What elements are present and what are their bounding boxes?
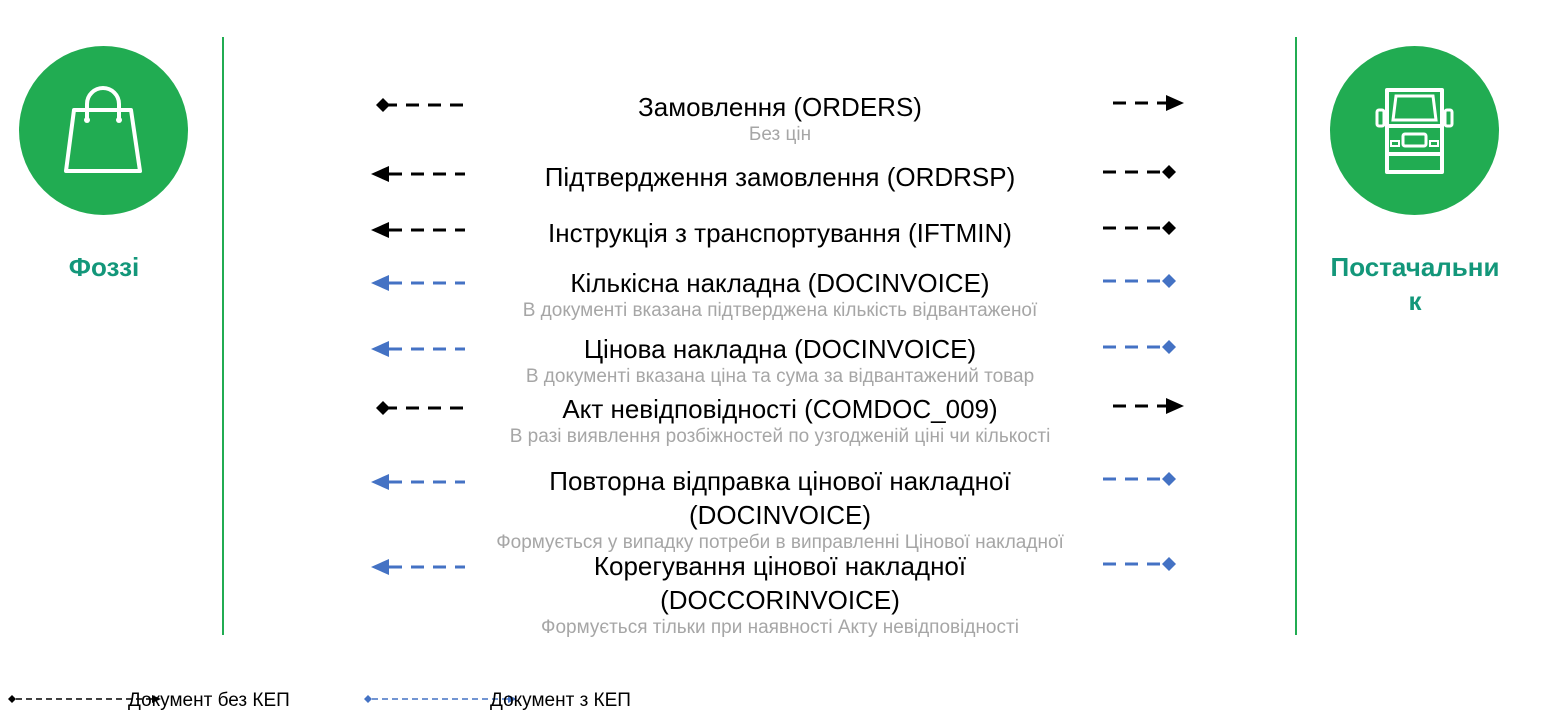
message-comdoc: Акт невідповідності (COMDOC_009) В разі … bbox=[470, 392, 1090, 448]
message-title-line1: Повторна відправка цінової накладної bbox=[549, 466, 1011, 496]
right-arrow-resend-invoice bbox=[1098, 472, 1176, 486]
message-title-line2: (DOCCORINVOICE) bbox=[660, 585, 900, 615]
right-arrow-ordrsp bbox=[1098, 165, 1176, 179]
left-arrow-correction-invoice bbox=[371, 559, 465, 575]
legend-no-kep: Документ без КЕП bbox=[128, 690, 290, 711]
right-arrow-orders bbox=[1108, 95, 1184, 111]
left-arrow-ordrsp bbox=[371, 166, 465, 182]
message-subtitle: Формується у випадку потреби в виправлен… bbox=[496, 532, 1064, 553]
message-title: Замовлення (ORDERS) bbox=[638, 92, 922, 122]
buyer-circle bbox=[19, 46, 188, 215]
message-title: Кількісна накладна (DOCINVOICE) bbox=[570, 268, 990, 298]
message-title: Акт невідповідності (COMDOC_009) bbox=[562, 394, 998, 424]
supplier-lifeline bbox=[1295, 37, 1297, 635]
supplier-label-line1: Постачальни bbox=[1330, 252, 1500, 282]
left-arrow-resend-invoice bbox=[371, 474, 465, 490]
right-arrow-price-invoice bbox=[1098, 340, 1176, 354]
message-subtitle: В документі вказана ціна та сума за відв… bbox=[525, 366, 1035, 387]
supplier-label-line2: к bbox=[1408, 286, 1422, 316]
legend-with-kep: Документ з КЕП bbox=[490, 690, 631, 711]
right-arrow-correction-invoice bbox=[1098, 557, 1176, 571]
buyer-label: Фоззі bbox=[68, 252, 140, 282]
left-arrow-iftmin bbox=[371, 222, 465, 238]
message-orders: Замовлення (ORDERS) Без цін bbox=[470, 90, 1090, 146]
shopping-bag-icon bbox=[64, 86, 142, 173]
buyer-lifeline bbox=[222, 37, 224, 635]
legend-blue-arrow bbox=[364, 695, 517, 703]
message-subtitle: Формується тільки при наявності Акту нев… bbox=[541, 617, 1019, 638]
message-resend-invoice: Повторна відправка цінової накладної (DO… bbox=[470, 464, 1090, 554]
left-arrow-price-invoice bbox=[371, 341, 465, 357]
message-title-line1: Корегування цінової накладної bbox=[593, 551, 967, 581]
right-arrow-quantity-invoice bbox=[1098, 274, 1176, 288]
right-arrow-comdoc bbox=[1108, 398, 1184, 414]
message-iftmin: Інструкція з транспортування (IFTMIN) bbox=[470, 216, 1090, 250]
message-title: Інструкція з транспортування (IFTMIN) bbox=[548, 218, 1012, 248]
left-arrow-comdoc bbox=[376, 401, 470, 415]
supplier-circle bbox=[1330, 46, 1499, 215]
legend-black-arrow bbox=[8, 695, 161, 703]
message-subtitle: В документі вказана підтверджена кількіс… bbox=[522, 300, 1038, 321]
message-price-invoice: Цінова накладна (DOCINVOICE) В документі… bbox=[470, 332, 1090, 388]
message-title: Підтвердження замовлення (ORDRSP) bbox=[544, 162, 1016, 192]
message-correction-invoice: Корегування цінової накладної (DOCCORINV… bbox=[470, 549, 1090, 639]
right-arrow-iftmin bbox=[1098, 221, 1176, 235]
left-arrow-quantity-invoice bbox=[371, 275, 465, 291]
truck-icon bbox=[1375, 88, 1454, 174]
left-arrow-orders bbox=[376, 98, 470, 112]
message-title: Цінова накладна (DOCINVOICE) bbox=[583, 334, 977, 364]
message-title-line2: (DOCINVOICE) bbox=[689, 500, 871, 530]
message-subtitle: Без цін bbox=[748, 124, 812, 145]
message-ordrsp: Підтвердження замовлення (ORDRSP) bbox=[470, 160, 1090, 194]
supplier-label: Постачальни к bbox=[1318, 250, 1512, 318]
message-quantity-invoice: Кількісна накладна (DOCINVOICE) В докуме… bbox=[470, 266, 1090, 322]
message-subtitle: В разі виявлення розбіжностей по узгодже… bbox=[509, 426, 1051, 447]
